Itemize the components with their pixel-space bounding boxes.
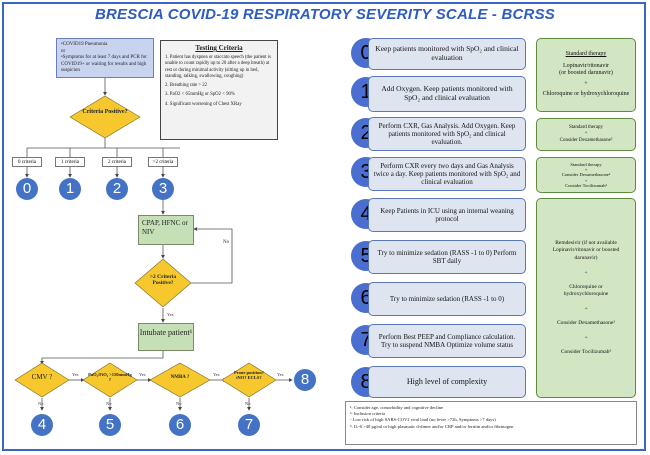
therapy-3-item-3: + [584, 177, 588, 183]
therapy-1-item-4: Chloroquine or hydroxychloroquine [542, 91, 630, 98]
cpap-box: CPAP, HFNC or NIV [138, 215, 194, 245]
criteria-count-3: >2 criteria [148, 157, 178, 167]
therapy-3-item-4: Consider Tocilizumab³ [565, 182, 607, 188]
step-box-5: Try to minimize sedation (RASS -1 to 0) … [368, 240, 526, 274]
no-label-1: No [38, 401, 44, 406]
footnote-2: ²: Inclusion criteria [350, 411, 386, 417]
therapy-3-item-1: + [584, 167, 588, 173]
level-circle-1: 1 [59, 178, 81, 200]
footnote-1: ¹: Consider age, comorbidity and cogniti… [350, 405, 444, 410]
therapy-1-item-3: + [584, 80, 588, 87]
covid-line-2: or [61, 48, 66, 54]
prone-label: Prone position? iNO? ECLS? [233, 370, 265, 380]
step-box-7: Perform Best PEEP and Compliance calcula… [368, 324, 526, 358]
level-circle-2: 2 [106, 178, 128, 200]
criteria-positive-diamond [69, 95, 141, 139]
yes-label-3: Yes [213, 372, 220, 377]
covid-pneumonia-box: •COVID19 Pneumonia or •Symptoms for at l… [56, 38, 154, 78]
cmv-label: CMV ? [31, 373, 53, 381]
therapy-4-item-4: Consider Dexamethasone² [556, 319, 615, 326]
testing-criterion-4: 4. Significant worsening of Chest XRay [165, 101, 242, 107]
cmv-diamond [14, 362, 70, 398]
footnotes-box: ¹: Consider age, comorbidity and cogniti… [345, 401, 637, 445]
criteria-count-2: 2 criteria [102, 157, 132, 167]
level-circle-4: 4 [31, 414, 53, 436]
pf-ratio-diamond [82, 362, 138, 398]
criteria2-diamond [134, 258, 192, 308]
therapy-group-1: Standard therapy Lopinavir/ritonavir (or… [536, 38, 636, 112]
step-box-4: Keep Patients in ICU using an internal w… [368, 198, 526, 232]
therapy-2-item-0: Standard therapy [568, 125, 604, 131]
testing-criterion-1: 1. Patient has dyspnea or staccato speec… [165, 55, 272, 79]
level-circle-3: 3 [152, 178, 174, 200]
level-circle-6: 6 [169, 414, 191, 436]
level-circle-8: 8 [294, 369, 316, 391]
therapy-4-item-2: Chloroquine or hydroxychloroquine [563, 283, 609, 297]
therapy-1-item-1: Lopinavir/ritonavir [563, 62, 609, 69]
step-box-6: Try to minimize sedation (RASS -1 to 0) [368, 282, 526, 316]
testing-criteria-box: Testing Criteria 1. Patient has dyspnea … [160, 40, 278, 140]
criteria-count-1: 1 criteria [55, 157, 85, 167]
footnote-4: ³: IL-6 >40 pg/ml or high plasmatic d-di… [350, 423, 514, 429]
step-box-0: Keep patients monitored with SpO₂ and cl… [368, 38, 526, 70]
no-label-2: No [106, 401, 112, 406]
therapy-4-item-5: + [584, 335, 588, 342]
therapy-4-item-3: + [584, 306, 588, 313]
testing-criterion-2: 2. Breathing rate > 22 [165, 83, 208, 89]
diagram-frame [2, 2, 646, 451]
therapy-4-item-0: Remdesivir (if not available Lopinavir/r… [552, 239, 620, 261]
therapy-4-item-6: Consider Tocilizumab³ [560, 348, 612, 355]
testing-criteria-heading: Testing Criteria [195, 44, 243, 52]
therapy-group-3: Standard therapy + Consider Dexamethason… [536, 157, 636, 193]
intubate-box: Intubate patient¹ [138, 323, 194, 351]
step-box-3: Perform CXR every two days and Gas Analy… [368, 157, 526, 191]
criteria-count-0: 0 criteria [12, 157, 42, 167]
yes-label-4: Yes [277, 372, 284, 377]
yes-label-intubate: Yes [167, 312, 174, 317]
criteria2-label: >2 Criteria Positive? [149, 274, 177, 287]
criteria-positive-label: Criteria Positive? [82, 109, 128, 115]
step-box-8: High level of complexity [368, 366, 526, 398]
no-label-3: No [176, 401, 182, 406]
level-circle-0: 0 [16, 178, 38, 200]
step-box-2: Perform CXR, Gas Analysis. Add Oxygen. K… [368, 117, 526, 151]
pf-ratio-label: PaO₂/FiO₂ >150mmHg ? [88, 372, 132, 382]
no-label-4: No [245, 401, 251, 406]
step-box-1: Add Oxygen. Keep patients monitored with… [368, 76, 526, 112]
covid-line-1: •COVID19 Pneumonia [61, 42, 108, 47]
testing-criterion-3: 3. PaO2 < 65mmHg or SpO2 < 90% [165, 92, 235, 98]
therapy-4-item-1: + [584, 270, 588, 277]
no-label-loop: No [223, 240, 230, 245]
therapy-group-2: Standard therapy + Consider Dexamethason… [536, 118, 636, 151]
level-circle-5: 5 [99, 414, 121, 436]
therapy-2-item-1: + [584, 131, 588, 137]
footnote-3: - Low risk of high SARS-COV2 viral load … [350, 417, 496, 423]
prone-diamond [221, 362, 277, 398]
diagram-title: BRESCIA COVID-19 RESPIRATORY SEVERITY SC… [94, 6, 556, 23]
yes-label-2: Yes [139, 372, 146, 377]
covid-line-3: •Symptoms for at least 7 days and PCR fo… [61, 55, 147, 73]
nmba-diamond [149, 362, 211, 398]
therapy-group-4: Remdesivir (if not available Lopinavir/r… [536, 198, 636, 398]
level-circle-7: 7 [238, 414, 260, 436]
therapy-1-item-0: Standard therapy [565, 51, 607, 58]
yes-label-1: Yes [72, 372, 79, 377]
therapy-2-item-2: Consider Dexamethasone² [559, 137, 613, 143]
therapy-1-item-2: (or boosted darunavir) [559, 70, 613, 77]
therapy-3-item-0: Standard therapy [570, 161, 602, 167]
therapy-3-item-2: Consider Dexamethasone² [561, 172, 611, 178]
nmba-label: NMBA ? [170, 375, 190, 380]
